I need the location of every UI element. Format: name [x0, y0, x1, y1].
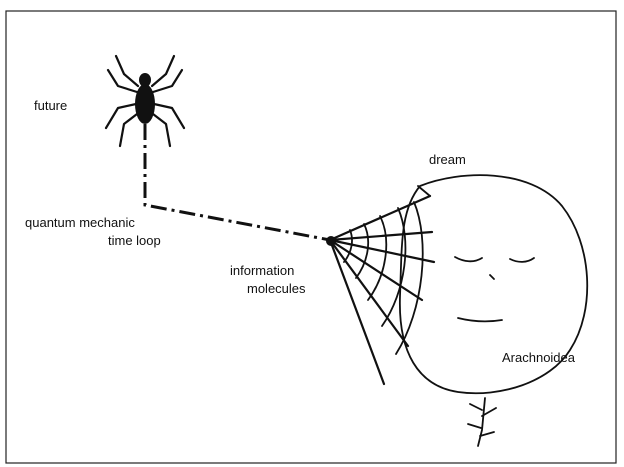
- label-time-loop-line2: time loop: [108, 233, 161, 248]
- label-dream: dream: [429, 152, 466, 167]
- label-future: future: [34, 98, 67, 113]
- label-information-line2: molecules: [247, 281, 306, 296]
- label-time-loop-line1: quantum mechanic: [25, 215, 135, 230]
- spider-web: [326, 186, 434, 384]
- diagram-frame: [6, 11, 616, 463]
- label-arachnoidea: Arachnoidea: [502, 350, 576, 365]
- label-information-line1: information: [230, 263, 294, 278]
- dreaming-head: [400, 175, 587, 446]
- time-loop-thread: [145, 124, 330, 240]
